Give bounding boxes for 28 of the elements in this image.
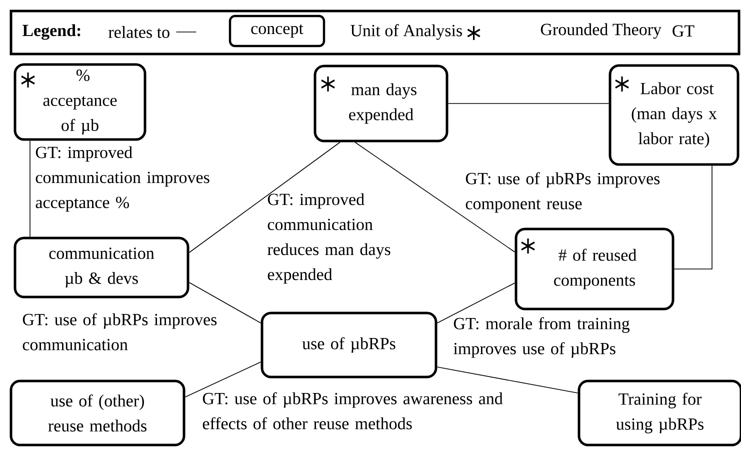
concept-sample: concept bbox=[228, 14, 326, 48]
edge-label: GT: use of µbRPs improves communication bbox=[22, 313, 217, 350]
connector bbox=[436, 366, 578, 394]
connector bbox=[354, 142, 516, 252]
concept-box: Labor cost (man days x labor rate) bbox=[608, 64, 740, 166]
connector bbox=[674, 165, 712, 270]
concept-box: # of reused components bbox=[514, 228, 674, 310]
legend-text: Unit of Analysis bbox=[350, 24, 462, 40]
concept-box: communication µb & devs bbox=[14, 236, 190, 298]
connector bbox=[184, 362, 262, 398]
connector bbox=[188, 282, 262, 324]
edge-label: GT: improved communication improves acceptance % bbox=[36, 146, 210, 212]
edge-label: GT: morale from training improves use of µbRPs bbox=[454, 317, 630, 358]
legend-title: Legend: bbox=[22, 24, 80, 40]
concept-box: man days expended bbox=[314, 64, 448, 142]
concept-box: % acceptance of µb bbox=[14, 63, 146, 141]
edge-label: GT: improved communication reduces man days expended bbox=[268, 193, 390, 284]
legend-text: Grounded Theory bbox=[540, 23, 662, 39]
concept-box: use of (other) reuse methods bbox=[10, 380, 186, 446]
concept-box: Training for using µbRPs bbox=[578, 380, 741, 446]
legend-text: relates to bbox=[108, 26, 170, 38]
legend-text: GT bbox=[672, 25, 694, 37]
connector bbox=[448, 103, 610, 104]
edge-label: GT: use of µbRPs improves component reuse bbox=[466, 172, 660, 213]
connector bbox=[436, 282, 516, 324]
edge-label: GT: use of µbRPs improves awareness and effects of other reuse methods bbox=[202, 392, 503, 430]
connector bbox=[188, 142, 340, 253]
concept-box: use of µbRPs bbox=[260, 312, 438, 378]
